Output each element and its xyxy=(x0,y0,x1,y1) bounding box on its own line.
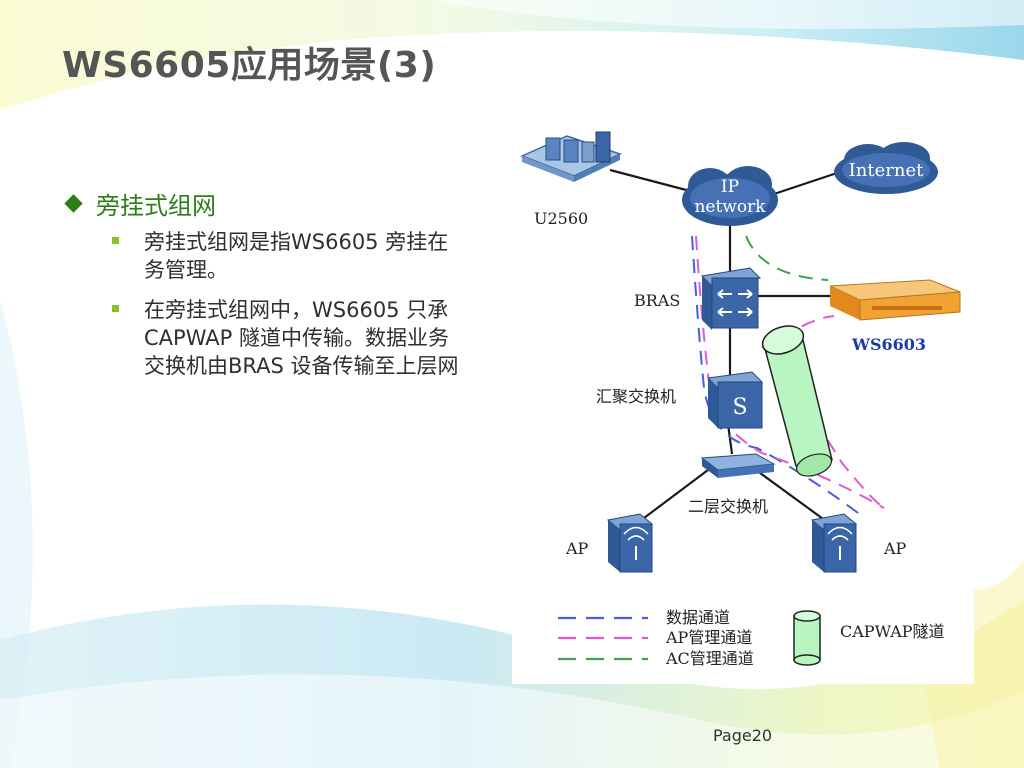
legend-capwap-tunnel-label: CAPWAP隧道 xyxy=(840,622,945,641)
section-heading: 旁挂式组网 xyxy=(62,186,216,221)
ac-mgmt-channel-path xyxy=(745,235,829,281)
internet-cloud-icon xyxy=(834,142,938,194)
legend-ap-mgmt-label: AP管理通道 xyxy=(665,628,752,647)
u2560-server-icon xyxy=(520,131,622,182)
legend: 数据通道 AP管理通道 AC管理通道 CAPWAP隧道 xyxy=(558,608,945,668)
bullet-item: 在旁挂式组网中，WS6605 只承 CAPWAP 隧道中传输。数据业务 交换机由… xyxy=(112,296,514,380)
aggregation-switch-icon: S xyxy=(706,371,764,429)
l2-switch-label: 二层交换机 xyxy=(688,497,768,516)
l2-switch-icon xyxy=(700,453,776,478)
ip-network-label-line1: IP xyxy=(721,177,739,197)
ip-network-cloud-icon xyxy=(682,166,778,226)
internet-label: Internet xyxy=(849,160,924,181)
capwap-tunnel xyxy=(761,325,833,477)
diamond-bullet-icon xyxy=(64,194,83,213)
section-heading-text: 旁挂式组网 xyxy=(96,192,216,220)
bras-label: BRAS xyxy=(634,291,680,310)
ap-right-icon xyxy=(810,513,858,573)
u2560-label: U2560 xyxy=(534,209,588,228)
legend-data-channel-label: 数据通道 xyxy=(666,608,730,627)
ap-left-label: AP xyxy=(565,539,589,558)
square-bullet-icon xyxy=(112,305,119,312)
bullet-text: 旁挂式组网是指WS6605 旁挂在 务管理。 xyxy=(144,230,449,282)
ap-right-label: AP xyxy=(883,539,907,558)
svg-text:S: S xyxy=(732,395,747,420)
bras-router-icon xyxy=(700,267,762,330)
legend-ac-mgmt-label: AC管理通道 xyxy=(665,649,754,668)
legend-capwap-tunnel-swatch xyxy=(793,610,821,666)
bullet-item: 旁挂式组网是指WS6605 旁挂在 务管理。 xyxy=(112,228,514,284)
bullet-text: 在旁挂式组网中，WS6605 只承 CAPWAP 隧道中传输。数据业务 交换机由… xyxy=(144,298,459,378)
page-number: Page20 xyxy=(713,726,773,745)
network-diagram: U2560 IP network Internet BRAS WS6603 xyxy=(512,128,974,684)
page-title: WS6605应用场景(3) xyxy=(62,45,437,86)
ip-network-label-line2: network xyxy=(694,197,766,217)
text-content: 旁挂式组网 旁挂式组网是指WS6605 旁挂在 务管理。 在旁挂式组网中，WS6… xyxy=(62,186,514,416)
ws6603-label: WS6603 xyxy=(851,335,926,354)
ap-left-icon xyxy=(606,513,654,573)
square-bullet-icon xyxy=(112,237,119,244)
aggregation-switch-label: 汇聚交换机 xyxy=(596,387,676,406)
ws6603-device-icon xyxy=(829,279,961,321)
